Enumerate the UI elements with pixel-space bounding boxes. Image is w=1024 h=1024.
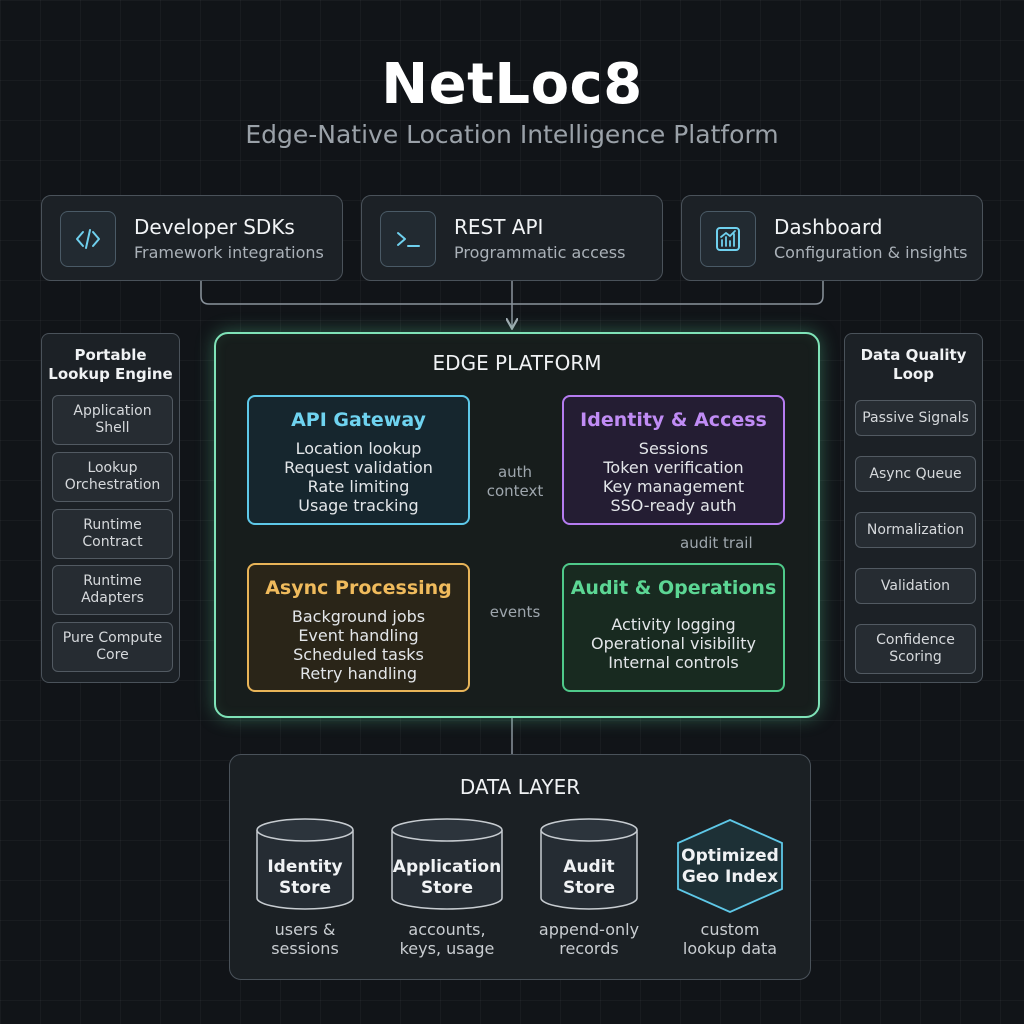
feature-line: Activity logging <box>611 615 736 634</box>
engine-layer-item[interactable]: Lookup Orchestration <box>52 452 173 502</box>
chart-icon <box>700 211 756 267</box>
rest-api-card[interactable]: REST API Programmatic access <box>361 195 663 281</box>
data-layer-title: DATA LAYER <box>459 775 581 799</box>
async-processing-module[interactable]: Async Processing Background jobs Event h… <box>247 563 470 692</box>
feature-line: Retry handling <box>299 664 418 683</box>
feature-line: SSO-ready auth <box>610 496 737 515</box>
card-subtitle: Configuration & insights <box>774 243 968 262</box>
developer-sdks-card[interactable]: Developer SDKs Framework integrations <box>41 195 343 281</box>
store-description: users & sessions <box>271 920 339 958</box>
module-features: Activity logging Operational visibility … <box>564 615 783 672</box>
edge-platform-title: EDGE PLATFORM <box>432 351 602 375</box>
quality-step-item[interactable]: Validation <box>855 568 976 604</box>
code-icon <box>60 211 116 267</box>
store-description: accounts, keys, usage <box>399 920 495 958</box>
page-title: NetLoc8 <box>381 52 643 117</box>
audit-operations-module[interactable]: Audit & Operations Activity logging Oper… <box>562 563 785 692</box>
quality-step-item[interactable]: Async Queue <box>855 456 976 492</box>
geo-index-label: Optimized Geo Index <box>681 846 779 887</box>
quality-step-item[interactable]: Confidence Scoring <box>855 624 976 674</box>
quality-step-item[interactable]: Passive Signals <box>855 400 976 436</box>
dashboard-card[interactable]: Dashboard Configuration & insights <box>681 195 983 281</box>
database-cylinder-icon <box>256 818 354 910</box>
audit-store-label: Audit Store <box>563 857 615 898</box>
engine-layer-item[interactable]: Runtime Contract <box>52 509 173 559</box>
card-subtitle: Programmatic access <box>454 243 626 262</box>
terminal-icon <box>380 211 436 267</box>
card-title: Dashboard <box>774 215 883 239</box>
api-gateway-module[interactable]: API Gateway Location lookup Request vali… <box>247 395 470 525</box>
module-title: API Gateway <box>291 409 426 431</box>
application-store-label: Application Store <box>392 857 502 898</box>
feature-line: Sessions <box>638 439 709 458</box>
feature-line: Rate limiting <box>307 477 410 496</box>
feature-line: Internal controls <box>608 653 739 672</box>
feature-line: Token verification <box>603 458 744 477</box>
engine-layer-item[interactable]: Pure Compute Core <box>52 622 173 672</box>
events-label: events <box>489 603 541 621</box>
feature-line: Location lookup <box>295 439 422 458</box>
audit-trail-label: audit trail <box>680 534 753 552</box>
module-features: Sessions Token verification Key manageme… <box>564 439 783 515</box>
card-title: Developer SDKs <box>134 215 295 239</box>
module-title: Audit & Operations <box>570 577 777 599</box>
quality-step-item[interactable]: Normalization <box>855 512 976 548</box>
feature-line: Usage tracking <box>298 496 419 515</box>
card-title: REST API <box>454 215 544 239</box>
feature-line: Event handling <box>298 626 419 645</box>
page-subtitle: Edge-Native Location Intelligence Platfo… <box>245 120 779 149</box>
feature-line: Background jobs <box>291 607 426 626</box>
module-title: Identity & Access <box>580 409 767 431</box>
store-description: custom lookup data <box>682 920 778 958</box>
module-title: Async Processing <box>265 577 452 599</box>
store-description: append-only records <box>538 920 640 958</box>
identity-access-module[interactable]: Identity & Access Sessions Token verific… <box>562 395 785 525</box>
engine-layer-item[interactable]: Application Shell <box>52 395 173 445</box>
panel-title: Data Quality Loop <box>860 346 967 383</box>
feature-line: Scheduled tasks <box>293 645 424 664</box>
database-cylinder-icon <box>391 818 503 910</box>
module-features: Background jobs Event handling Scheduled… <box>249 607 468 683</box>
feature-line: Key management <box>602 477 745 496</box>
database-cylinder-icon <box>540 818 638 910</box>
module-features: Location lookup Request validation Rate … <box>249 439 468 515</box>
hexagon-index-icon <box>677 819 783 913</box>
panel-title: Portable Lookup Engine <box>48 346 173 383</box>
data-quality-loop-panel: Data Quality Loop Passive Signals Async … <box>844 333 983 683</box>
identity-store-label: Identity Store <box>267 857 343 898</box>
auth-context-label: auth context <box>486 463 544 500</box>
portable-lookup-engine-panel: Portable Lookup Engine Application Shell… <box>41 333 180 683</box>
feature-line: Request validation <box>284 458 433 477</box>
feature-line: Operational visibility <box>591 634 756 653</box>
engine-layer-item[interactable]: Runtime Adapters <box>52 565 173 615</box>
card-subtitle: Framework integrations <box>134 243 324 262</box>
